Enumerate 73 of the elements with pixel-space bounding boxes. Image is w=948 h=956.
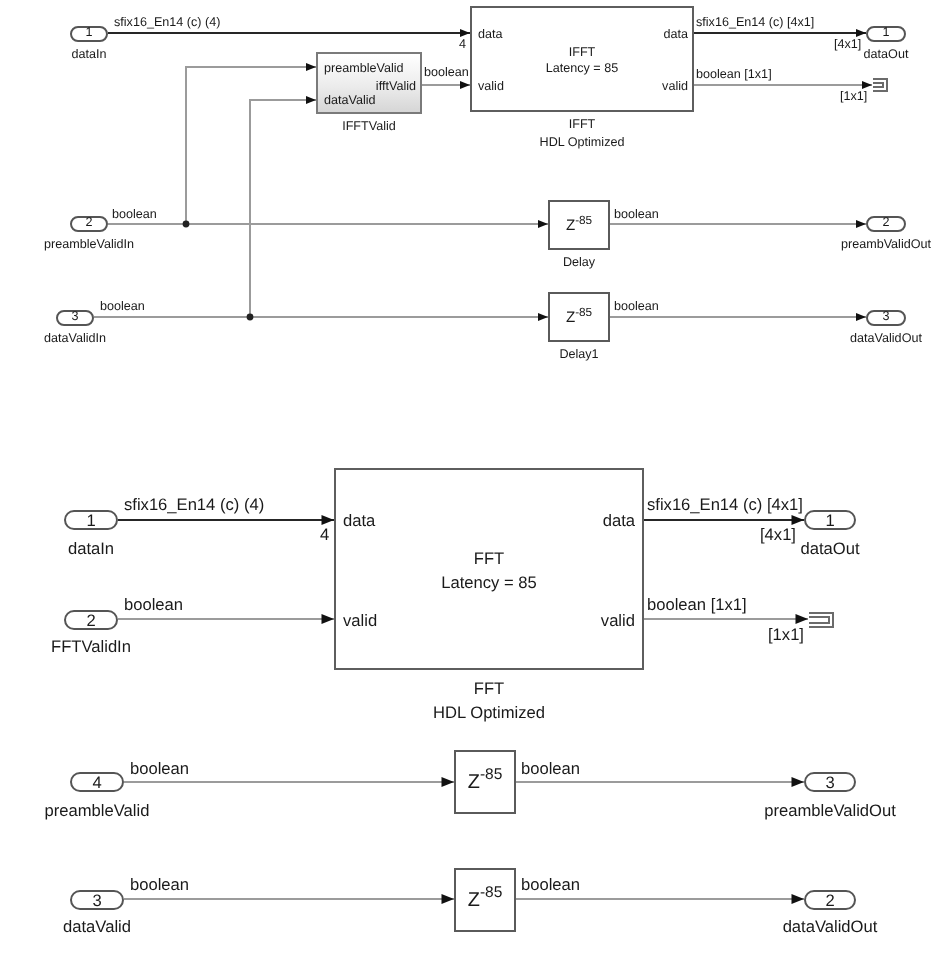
outport [804, 510, 856, 530]
port-name: preambleValidOut [764, 801, 896, 821]
delay-block [454, 867, 516, 931]
inport [70, 25, 108, 41]
signal-line [609, 220, 867, 228]
port-number: 1 [86, 512, 96, 530]
signal-label: boolean [130, 759, 190, 779]
signal-line [644, 515, 804, 525]
port-name: dataValidOut [782, 918, 878, 938]
outport [866, 309, 906, 325]
delay-block [548, 199, 610, 249]
signal-line [644, 614, 808, 624]
signal-label: boolean [521, 759, 581, 779]
delay-expression: Z$^{-85}$ [467, 885, 503, 916]
port-name: dataIn [67, 539, 115, 559]
outport [804, 772, 856, 792]
port-label: valid [600, 611, 635, 631]
dimension-label: 4 [320, 526, 330, 546]
port-number: 2 [86, 611, 96, 629]
signal-label: sfix16_En14 (c) [4x1] [647, 495, 803, 515]
outport [866, 216, 906, 232]
inport [56, 309, 94, 325]
signal-label: boolean [521, 876, 581, 896]
signal-label: boolean [1x1] [647, 595, 747, 615]
subsystem-block [316, 52, 422, 114]
port-number: 1 [825, 512, 835, 530]
delay-block [454, 750, 516, 814]
signal-line [107, 29, 471, 37]
block-name: FFT [473, 679, 505, 699]
signal-line [118, 614, 334, 624]
signal-line [124, 894, 454, 904]
signal-label: boolean [124, 595, 184, 615]
port-number: 3 [825, 774, 835, 792]
function-block [334, 468, 644, 670]
port-name: dataValid [63, 918, 131, 938]
port-name: dataOut [800, 539, 860, 559]
dimension-label: [1x1] [768, 625, 804, 645]
block-title: FFT [473, 550, 505, 570]
signal-line [693, 29, 867, 37]
dimension-label: [4x1] [760, 525, 796, 545]
block-name: HDL Optimized [433, 704, 545, 724]
signal-line [421, 81, 471, 89]
signal-line [124, 777, 454, 787]
signal-label: boolean [130, 876, 190, 896]
signal-line [693, 81, 873, 89]
inport [70, 216, 108, 232]
signal-line [93, 313, 549, 321]
inport [64, 609, 118, 629]
port-label: valid [343, 611, 378, 631]
terminator [808, 611, 834, 627]
port-name: preambleValid [44, 801, 150, 821]
port-number: 3 [92, 891, 102, 909]
delay-block [548, 292, 610, 342]
function-block [470, 6, 694, 112]
signal-line [107, 220, 549, 228]
block-parameter: Latency = 85 [441, 573, 537, 593]
inport [70, 772, 124, 792]
port-label: data [602, 512, 635, 532]
port-name: FFTValidIn [51, 638, 131, 658]
delay-expression: Z$^{-85}$ [467, 768, 503, 799]
signal-line [516, 777, 804, 787]
signal-line [118, 515, 334, 525]
port-number: 4 [92, 774, 102, 792]
signal-label: sfix16_En14 (c) (4) [124, 495, 265, 515]
signal-line [516, 894, 804, 904]
signal-line [609, 313, 867, 321]
port-number: 2 [825, 891, 835, 909]
terminator [872, 78, 888, 92]
outport [866, 25, 906, 41]
outport [804, 889, 856, 909]
inport [70, 889, 124, 909]
inport [64, 510, 118, 530]
port-label: data [343, 512, 376, 532]
